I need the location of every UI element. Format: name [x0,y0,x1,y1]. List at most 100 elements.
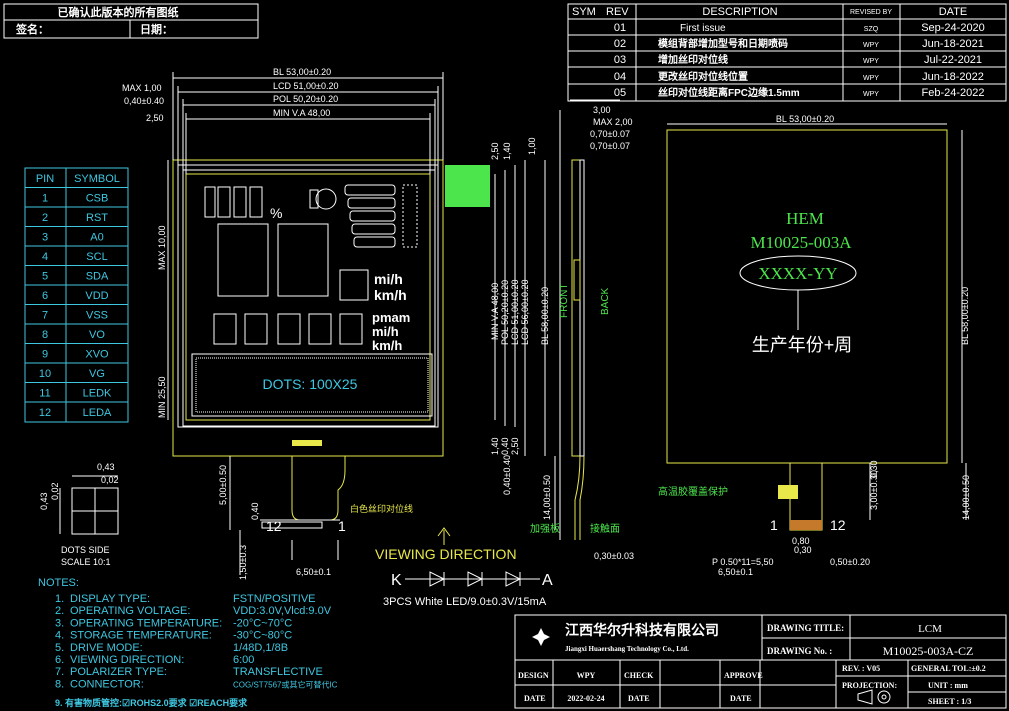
company-logo-icon [532,628,550,646]
dots-side-label: DOTS SIDE [61,545,110,555]
rev-label: REV. : V05 [842,664,880,673]
pin-symbol: VO [89,329,105,341]
drawing-title: LCM [918,623,942,635]
projection-icon [857,689,891,705]
v-va: MIN V.A 48,00 [490,283,500,340]
seg-percent: % [270,205,282,221]
pin-symbol: SDA [86,271,109,283]
dim-pol: POL 50,20±0.20 [273,94,338,104]
note-label: CONNECTOR: [70,678,144,690]
rev-row-by: WPY [863,58,879,65]
back-650: 6,50±0.1 [718,567,753,577]
seg-pmam: pmam [372,310,410,325]
rev-header-date: DATE [939,6,968,18]
approve-label: APPROVE [724,671,763,680]
back-model: M10025-003A [750,233,852,252]
back-dim-bl-v: BL 58,00±0.20 [960,287,970,345]
rev-header-rev: REV [606,6,629,18]
v-100: 1,00 [527,137,537,155]
revision-table: SYM REV DESCRIPTION REVISED BY DATE [572,6,967,18]
rev-header-by: REVISED BY [850,9,892,16]
note-number: 4. [55,630,64,642]
date-label-2: DATE [628,694,650,703]
signature-box [3,3,259,39]
side-back: BACK [600,287,611,315]
rev-row-by: WPY [863,75,879,82]
revision-table-grid [567,3,1007,102]
note-label: POLARIZER TYPE: [70,666,167,678]
dim-bl: BL 53,00±0.20 [273,67,331,77]
dim-va: MIN V.A 48,00 [273,108,330,118]
rev-row-desc: 增加丝印对位线 [658,53,728,66]
rev-row-date: Jul-22-2021 [924,54,982,66]
rev-row-rev: 04 [614,71,626,83]
side-300: 3,00 [593,105,611,115]
rev-row-rev: 05 [614,87,626,99]
notes-title: NOTES: [38,577,79,589]
note-number: 3. [55,617,64,629]
company-en: Jiangxi Huaershang Technology Co., Ltd. [565,645,689,653]
pin-symbol: LEDK [83,388,112,400]
rev-row-desc: 更改丝印对位线位置 [658,70,748,83]
dots-text: DOTS: 100X25 [263,376,358,392]
front-pin12: 12 [266,518,282,534]
side-front: FRONT [559,284,570,318]
note-number: 2. [55,605,64,617]
pin-symbol: SCL [86,251,107,263]
pin-symbol: XVO [85,349,109,361]
pin-number: 2 [42,212,48,224]
note-value: 1/48D,1/8B [233,642,288,654]
pin-number: 9 [42,349,48,361]
symbol-header: SYMBOL [74,173,120,185]
back-030: 0,30 [869,460,879,478]
pin-symbol: VSS [86,310,108,322]
date-value: 2022-02-24 [567,694,604,703]
note-label: DRIVE MODE: [70,642,143,654]
back-date-code: XXXX-YY [758,264,837,283]
back-dim-bl: BL 53,00±0.20 [776,114,834,124]
dim-lcd: LCD 51,00±0.20 [273,81,338,91]
note-label: OPERATING VOLTAGE: [70,605,190,617]
rev-header-sym: SYM [572,6,596,18]
note-value: FSTN/POSITIVE [233,593,316,605]
dots-002b: 0,02 [50,482,60,500]
v-650: 6,50±0.1 [296,567,331,577]
note-value: TRANSFLECTIVE [233,666,323,678]
stiffener-label: 加强板 [530,522,560,535]
back-050: 0,50±0.20 [830,557,870,567]
v-pol: POL 50,20±0.20 [500,280,510,345]
pin-number: 3 [42,232,48,244]
rev-row-date: Jun-18-2021 [922,38,984,50]
dots-scale: SCALE 10:1 [61,557,111,567]
dim-min2550: MIN 25,50 [157,376,167,418]
pin-number: 6 [42,290,48,302]
pin-number: 10 [39,368,51,380]
dots-043b: 0,43 [39,492,49,510]
drawing-title-label: DRAWING TITLE: [767,623,844,633]
side-max2: MAX 2,00 [593,117,633,127]
rev-row-rev: 02 [614,38,626,50]
v-lcd: LCD 51,00±0.20 [510,280,520,345]
rev-row-by: SZQ [864,26,879,33]
rev-row-by: WPY [863,42,879,49]
front-pin1: 1 [338,518,346,534]
note-number: 7. [55,666,64,678]
v-040b: 0,40 [500,437,510,455]
back-pin12: 12 [830,517,846,533]
note-number: 1. [55,593,64,605]
led-note: 3PCS White LED/9.0±0.3V/15mA [383,596,547,608]
sheet-label: SHEET : 1/3 [928,697,971,706]
back-300: 3,00±0.30 [869,470,879,510]
v-14: 14,00±0.50 [542,475,552,520]
ic-chip [292,440,322,446]
back-030b: 0,30 [794,545,812,555]
seg-mih: mi/h [374,271,403,287]
v-140: 1,40 [502,142,512,160]
back-pin1: 1 [770,517,778,533]
notes-rohs: 9. 有害物质管控:☑ROHS2.0要求 ☑REACH要求 [55,697,248,708]
led-a: A [542,572,553,589]
back-prod-note: 生产年份+周 [752,335,853,355]
